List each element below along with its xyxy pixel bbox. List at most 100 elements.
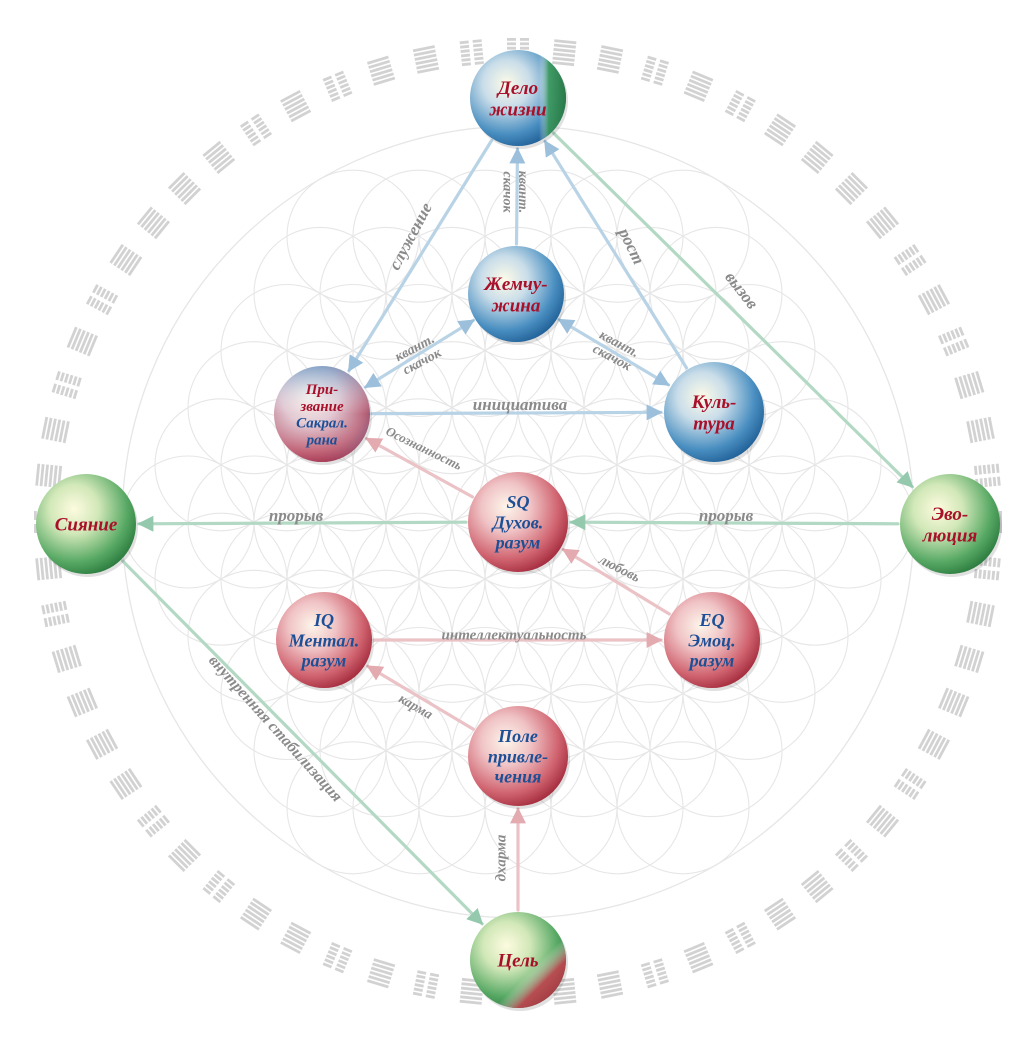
- node-label-zhemchuzhina: жина: [491, 295, 541, 316]
- hexagram-symbol: [136, 206, 171, 240]
- hexagram-symbol: [109, 767, 143, 801]
- node-label-kultura: Куль-: [691, 392, 737, 413]
- hexagram-symbol: [893, 243, 927, 277]
- edge-label: прорыв: [699, 506, 754, 525]
- edge-label: инициатива: [473, 395, 568, 414]
- hexagram-symbol: [280, 921, 312, 955]
- hexagram-symbol: [66, 687, 98, 718]
- node-sphere: [664, 592, 760, 688]
- hexagram-symbol: [41, 600, 70, 628]
- hexagram-symbol: [763, 897, 797, 931]
- hexagram-symbol: [239, 897, 273, 931]
- node-label-eq: разум: [688, 651, 735, 671]
- node-label-tsel: Цель: [496, 951, 538, 972]
- node-kultura: Куль-тура: [664, 362, 766, 465]
- node-label-delo: жизни: [488, 99, 546, 120]
- node-label-pole: чения: [495, 767, 542, 787]
- hexagram-symbol: [640, 958, 670, 989]
- hexagram-symbol: [683, 942, 714, 974]
- edge-label: прорыв: [269, 506, 324, 525]
- hexagram-symbol: [51, 370, 82, 400]
- node-label-pole: привле-: [488, 746, 548, 766]
- node-tint: [470, 50, 566, 146]
- arrow-prizvanie-to-kultura: [370, 404, 663, 421]
- arrow-evolyutsiya-to-sq: [569, 514, 900, 531]
- arrow-zhemchuzhina-to-kultura: [557, 318, 671, 387]
- hexagram-symbol: [239, 113, 273, 147]
- arrow-zhemchuzhina-to-prizvanie: [363, 318, 476, 389]
- node-tsel: Цель: [470, 912, 568, 1011]
- hexagram-symbol: [41, 416, 70, 444]
- node-label-prizvanie: Сакрал.: [296, 416, 348, 432]
- hexagram-symbol: [800, 869, 834, 904]
- hexagram-symbol: [724, 921, 756, 955]
- hexagram-symbol: [917, 728, 951, 760]
- node-tint: [274, 366, 370, 462]
- arrow-eq-to-sq: [561, 547, 671, 616]
- node-sphere: [664, 362, 764, 462]
- node-zhemchuzhina: Жемчу-жина: [468, 246, 566, 345]
- hexagram-symbol: [167, 838, 202, 873]
- hexagram-symbol: [202, 869, 236, 904]
- node-sphere: [36, 474, 136, 574]
- node-label-iq: IQ: [313, 610, 334, 630]
- edge-label: квант.скачок: [393, 332, 445, 379]
- hexagram-symbol: [938, 326, 970, 357]
- hexagram-symbol: [412, 45, 440, 74]
- hexagram-symbol: [938, 687, 970, 718]
- hexagram-symbol: [954, 644, 985, 674]
- arrow-pole-to-iq: [366, 664, 475, 731]
- hexagram-symbol: [865, 804, 900, 838]
- node-sphere: [468, 246, 564, 342]
- node-label-evolyutsiya: люция: [922, 525, 978, 546]
- node-label-siyanie: Сияние: [55, 515, 118, 536]
- hexagram-symbol: [366, 55, 396, 86]
- node-sphere: [468, 472, 568, 572]
- node-sphere: [468, 706, 568, 806]
- hexagram-symbol: [834, 171, 869, 206]
- hexagram-symbol: [966, 600, 995, 628]
- edge-label: дхарма: [493, 834, 509, 881]
- arrow-layer: [120, 131, 914, 926]
- hexagram-symbol: [459, 39, 484, 67]
- node-label-iq: Ментал.: [288, 630, 359, 650]
- hexagram-symbol: [834, 838, 869, 873]
- node-tint: [470, 912, 566, 1008]
- node-sphere: [276, 592, 372, 688]
- hexagram-symbol: [167, 171, 202, 206]
- hexagram-symbol: [865, 206, 900, 240]
- arrow-siyanie-to-tsel: [120, 559, 484, 926]
- hexagram-symbol: [412, 970, 440, 999]
- node-label-prizvanie: При-: [305, 382, 339, 398]
- node-layer: ДеложизниЖемчу-жинаПри-званиеСакрал.рана…: [36, 50, 1002, 1011]
- node-sphere: [900, 474, 1000, 574]
- node-evolyutsiya: Эво-люция: [900, 474, 1002, 577]
- hexagram-symbol: [366, 958, 396, 989]
- edge-label: служение: [385, 199, 436, 273]
- node-label-eq: EQ: [698, 610, 724, 630]
- node-label-sq: SQ: [506, 492, 529, 512]
- node-label-evolyutsiya: Эво-: [932, 504, 968, 525]
- hexagram-symbol: [800, 140, 834, 175]
- hexagram-symbol: [917, 284, 951, 316]
- node-label-prizvanie: рана: [305, 433, 338, 449]
- hexagram-symbol: [85, 284, 119, 316]
- arrow-sq-to-prizvanie: [365, 437, 475, 499]
- node-label-sq: Духов.: [491, 512, 544, 532]
- node-label-eq: Эмоц.: [688, 630, 735, 650]
- node-label-pole: Поле: [497, 726, 538, 746]
- hexagram-symbol: [954, 370, 985, 400]
- edge-label: квант.скачок: [499, 171, 529, 214]
- node-label-delo: Дело: [496, 78, 538, 99]
- hexagram-symbol: [66, 326, 98, 357]
- arrow-zhemchuzhina-to-delo: [509, 147, 526, 246]
- hexagram-symbol: [966, 416, 995, 444]
